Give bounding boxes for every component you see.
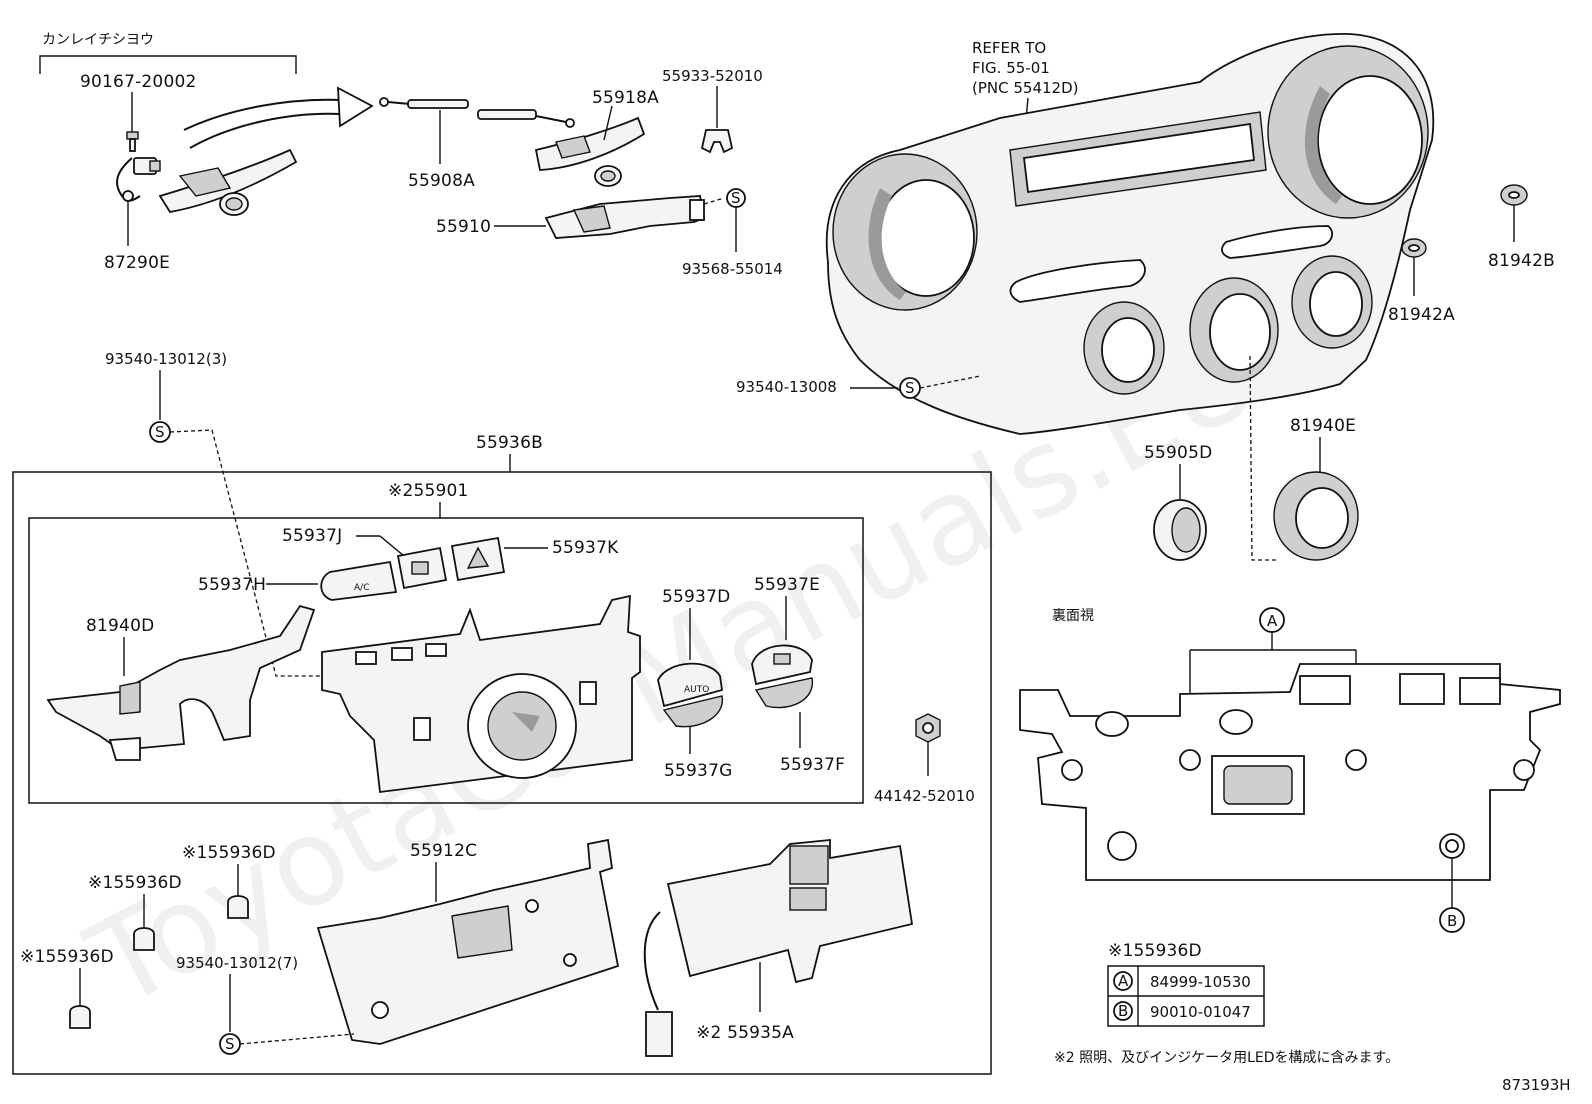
label-55918A: 55918A — [592, 88, 659, 108]
bracket-55910: 55910 — [436, 195, 725, 239]
footer-code: 873193H — [1502, 1076, 1571, 1094]
mark-b-circle — [1439, 907, 1465, 933]
ring-81940E: 81940E — [1249, 355, 1359, 561]
bulb-55936D-1: ※155936D — [182, 843, 276, 919]
refer-line-1: REFER TO — [972, 39, 1046, 57]
cold-climate-bracket — [39, 55, 297, 74]
label-55901: ※255901 — [388, 481, 469, 501]
legend-part-a: 84999-10530 — [1150, 973, 1251, 991]
legend-title: ※155936D — [1108, 941, 1202, 961]
label-81940E: 81940E — [1290, 416, 1356, 436]
screw-93540-13008: 93540-13008 S — [736, 375, 981, 399]
label-93568-55014: 93568-55014 — [682, 260, 783, 278]
note-led: ※2 照明、及びインジケータ用LEDを構成に含みます。 — [1054, 1050, 1399, 1066]
screw-s-symbol-2: S — [905, 379, 915, 397]
label-87290E: 87290E — [104, 253, 170, 273]
label-81942A: 81942A — [1388, 305, 1455, 325]
assembly-55901-frame — [28, 517, 864, 804]
knob-55937F: 55937F — [754, 677, 845, 775]
heated-lever-assembly — [158, 148, 298, 216]
control-cable-55908A: 55908A — [379, 97, 575, 191]
screw-s-symbol-3: S — [155, 423, 165, 441]
label-55936D-1: ※155936D — [182, 843, 276, 863]
screw-s-symbol: S — [731, 189, 741, 207]
refer-line-3: (PNC 55412D) — [972, 79, 1078, 97]
legend-table: ※155936D A 84999-10530 B 90010-01047 — [1107, 941, 1265, 1027]
label-55937K: 55937K — [552, 538, 619, 558]
flow-arrow-shaft — [183, 98, 343, 131]
legend-mark-a-circle — [1113, 971, 1133, 991]
lever-55918A: 55918A — [534, 88, 659, 187]
legend-mark-a: A — [1118, 972, 1129, 990]
assembly-55936B-frame — [12, 471, 992, 1075]
legend-part-b: 90010-01047 — [1150, 1003, 1251, 1021]
label-93540-13012-3: 93540-13012(3) — [105, 350, 227, 368]
label-55937H: 55937H — [198, 575, 266, 595]
label-55912C: 55912C — [410, 841, 477, 861]
rear-view: 裏面視 A B — [1019, 607, 1561, 933]
mark-a-text: A — [1267, 612, 1278, 630]
assembly-55936B: 55936B ※255901 — [12, 433, 992, 1075]
screw-93540-13012-7: 93540-13012(7) S — [176, 954, 355, 1055]
label-55937D: 55937D — [662, 587, 730, 607]
label-55935A: ※2 55935A — [696, 1023, 794, 1043]
label-90167-20002: 90167-20002 — [80, 72, 197, 92]
ac-button-text: A/C — [354, 583, 369, 593]
label-55933-52010: 55933-52010 — [662, 67, 763, 85]
cold-climate-group: カンレイチシヨウ 90167-20002 87290E — [39, 32, 374, 273]
control-panel-body — [321, 594, 641, 794]
label-81940D: 81940D — [86, 616, 154, 636]
screw-93568: S 93568-55014 — [682, 188, 783, 278]
knob-55905D: 55905D — [1144, 443, 1212, 561]
bolt-90167 — [126, 131, 139, 152]
label-55905D: 55905D — [1144, 443, 1212, 463]
flow-arrow-head — [337, 86, 374, 128]
label-44142-52010: 44142-52010 — [874, 787, 975, 805]
label-55937F: 55937F — [780, 755, 845, 775]
button-55937K: 55937K — [450, 536, 619, 582]
label-55936D-2: ※155936D — [88, 873, 182, 893]
knob-55937E: 55937E — [751, 575, 820, 686]
label-55937E: 55937E — [754, 575, 820, 595]
label-55936D-3: ※155936D — [20, 947, 114, 967]
label-93540-13012-7: 93540-13012(7) — [176, 954, 298, 972]
knob-55937G: 55937G — [662, 695, 732, 781]
label-93540-13008: 93540-13008 — [736, 378, 837, 396]
auto-button-text: AUTO — [684, 685, 709, 695]
button-55937H: A/C 55937H — [198, 560, 398, 601]
label-55910: 55910 — [436, 217, 491, 237]
control-base-81940D: 81940D — [46, 604, 316, 761]
label-55908A: 55908A — [408, 171, 475, 191]
button-55937J: 55937J — [282, 526, 448, 590]
bulb-55936D-2: ※155936D — [88, 873, 182, 951]
label-81942B: 81942B — [1488, 251, 1555, 271]
circuit-board-55912C: 55912C — [316, 838, 620, 1045]
screw-s-symbol-4: S — [225, 1035, 235, 1053]
circuit-board-55935A: ※2 55935A — [643, 839, 914, 1057]
clip-55933: 55933-52010 — [662, 67, 763, 154]
screw-93540-13012-3: 93540-13012(3) S — [105, 350, 322, 677]
mark-b-text: B — [1447, 912, 1457, 930]
flow-arrow-shaft-2 — [189, 112, 341, 149]
heater-harness-87290E — [116, 157, 161, 202]
nut-44142: 44142-52010 — [874, 713, 975, 805]
legend-mark-b-circle — [1113, 1001, 1133, 1021]
label-55937G: 55937G — [664, 761, 732, 781]
bulb-55936D-3: ※155936D — [20, 947, 114, 1029]
center-cluster-panel: REFER TO FIG. 55-01 (PNC 55412D) — [825, 33, 1435, 435]
cold-climate-label: カンレイチシヨウ — [42, 32, 154, 48]
label-55936B: 55936B — [476, 433, 543, 453]
clip-81942A: 81942A — [1388, 238, 1455, 325]
legend-mark-b: B — [1118, 1002, 1128, 1020]
knob-55937D: 55937D AUTO — [657, 587, 730, 708]
refer-line-2: FIG. 55-01 — [972, 59, 1050, 77]
clip-81942B: 81942B — [1488, 184, 1555, 271]
label-55937J: 55937J — [282, 526, 342, 546]
rear-view-label: 裏面視 — [1052, 607, 1094, 624]
